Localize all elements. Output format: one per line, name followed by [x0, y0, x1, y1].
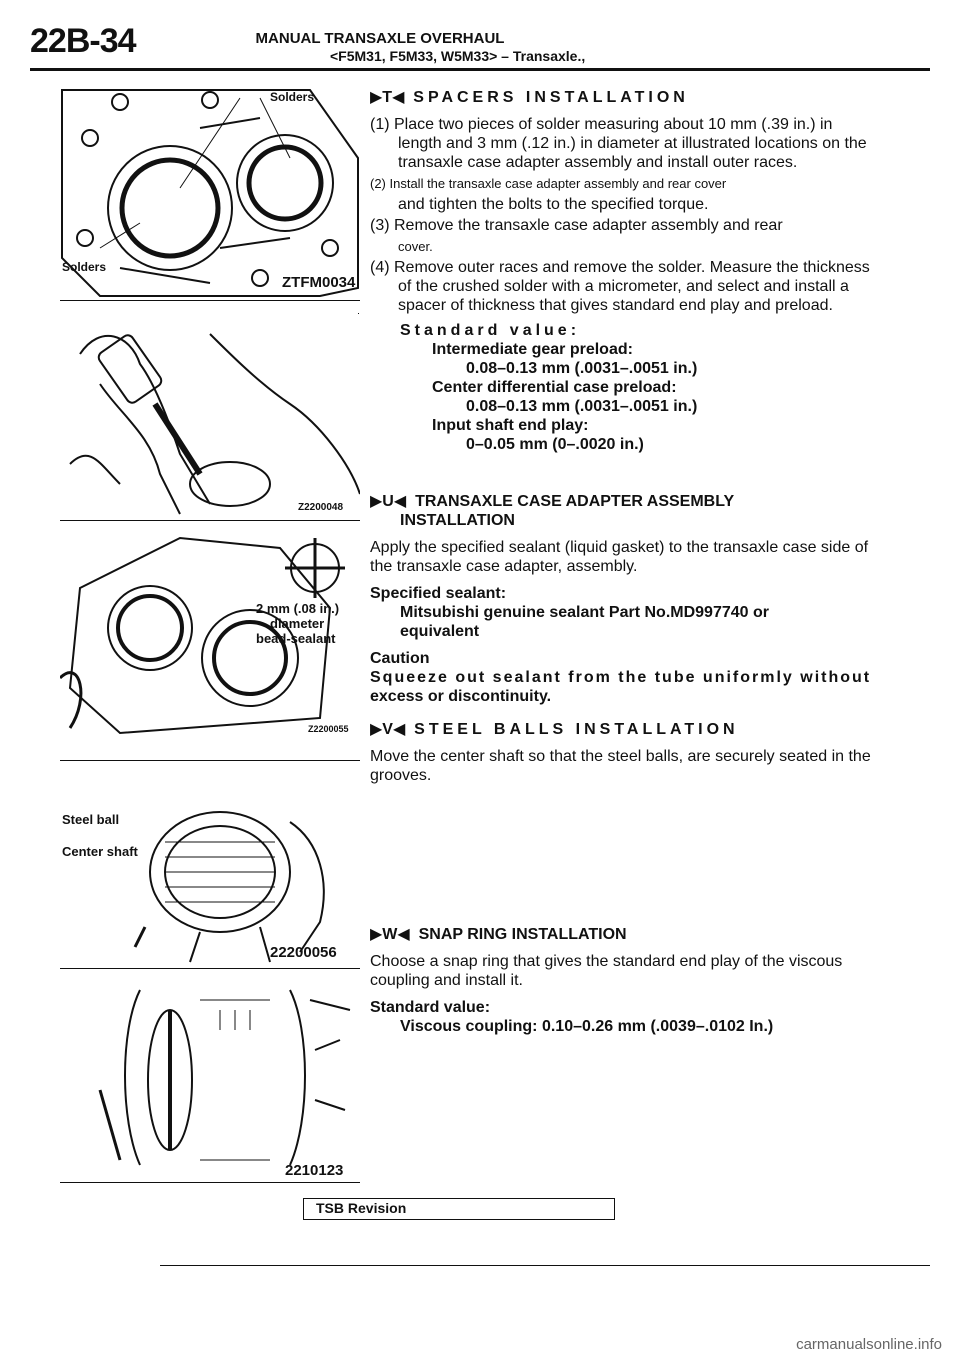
sealant-value-cont: equivalent — [400, 623, 480, 640]
figure-divider — [60, 300, 360, 301]
step-3-cont: cover. — [398, 239, 433, 254]
snap-ring-drawing — [98, 989, 351, 1166]
page-number: 22B-34 — [30, 22, 137, 60]
step-2-cont: and tighten the bolts to the specified t… — [398, 196, 709, 213]
sealant-label: Specified sealant: — [370, 585, 507, 602]
header-rule — [30, 68, 930, 71]
figure-steel-balls: Steel ball Center shaft 22200056 — [60, 762, 360, 966]
standard-value-label: Standard value: — [370, 999, 491, 1016]
figure-divider — [60, 760, 360, 761]
caution-text: Squeeze out sealant from the tube unifor… — [370, 669, 872, 686]
section-marker: ▶U◀ — [370, 493, 407, 510]
section-body: Move the center shaft so that the steel … — [370, 748, 871, 784]
step-4: (4) Remove outer races and remove the so… — [370, 259, 870, 314]
figure-divider — [60, 1182, 360, 1183]
step-3: (3) Remove the transaxle case adapter as… — [370, 217, 783, 234]
figure-snap-ring: 2210123 — [60, 970, 360, 1180]
section-heading: ▶V◀ STEEL BALLS INSTALLATION — [370, 720, 880, 739]
section-body: Apply the specified sealant (liquid gask… — [370, 539, 869, 575]
figure-code: 2210123 — [285, 1162, 344, 1179]
spec-name: Center differential case preload: — [432, 379, 677, 396]
spec-value: 0.08–0.13 mm (.0031–.0051 in.) — [466, 360, 698, 377]
figure-code: 22200056 — [270, 944, 337, 961]
bead-sealant-drawing — [60, 536, 345, 735]
instructions: ▶T◀ SPACERS INSTALLATION (1) Place two p… — [370, 88, 880, 1036]
label-solders-top: Solders — [270, 90, 315, 104]
section-title-cont: INSTALLATION — [400, 512, 515, 529]
spec-line: Viscous coupling: 0.10–0.26 mm (.0039–.0… — [400, 1017, 880, 1036]
figure-case-adapter-solders: Solders Solders ZTFM0034 — [60, 88, 360, 298]
sealant-value: Mitsubishi genuine sealant Part No.MD997… — [400, 604, 769, 621]
spec-name: Viscous coupling: — [400, 1018, 538, 1035]
spec-name: Intermediate gear preload: — [432, 341, 633, 358]
figure-code: Z2200048 — [298, 502, 344, 513]
caution-text-cont: excess or discontinuity. — [370, 688, 552, 705]
standard-value-label: Standard value: — [400, 322, 581, 339]
label-solders-side: Solders — [62, 260, 107, 274]
step-1: (1) Place two pieces of solder measuring… — [370, 116, 867, 171]
caution-label: Caution — [370, 650, 430, 667]
section-marker: ▶V◀ — [370, 721, 406, 738]
section-heading: ▶W◀ SNAP RING INSTALLATION — [370, 925, 880, 944]
spec-value: 0.10–0.26 mm (.0039–.0102 In.) — [541, 1018, 774, 1035]
figure-divider — [60, 520, 360, 521]
page-subtitle: <F5M31, F5M33, W5M33> – Transaxle., — [330, 48, 586, 64]
figure-code: Z2200055 — [308, 724, 349, 734]
section-marker: ▶W◀ — [370, 926, 410, 943]
case-adapter-drawing — [61, 89, 359, 297]
figure-micrometer: Z2200048 — [60, 314, 360, 518]
figure-bead-sealant: 2 mm (.08 in.) diameter bead-sealant Z22… — [60, 528, 360, 740]
step-2: (2) Install the transaxle case adapter a… — [370, 176, 727, 191]
section-title: SNAP RING INSTALLATION — [418, 926, 627, 943]
section-title: TRANSAXLE CASE ADAPTER ASSEMBLY — [415, 493, 735, 510]
section-title: SPACERS INSTALLATION — [413, 89, 689, 106]
figure-code: ZTFM0034 — [282, 274, 356, 291]
spec-value: 0–0.05 mm (0–.0020 in.) — [466, 436, 644, 453]
spec-name: Input shaft end play: — [432, 417, 589, 434]
section-title: STEEL BALLS INSTALLATION — [414, 721, 739, 738]
label-bead-sealant: bead-sealant — [256, 631, 336, 646]
section-marker: ▶T◀ — [370, 89, 405, 106]
label-steel-ball: Steel ball — [62, 812, 120, 827]
label-diameter: diameter — [270, 616, 325, 631]
label-bead-size: 2 mm (.08 in.) — [256, 601, 340, 616]
figure-divider — [60, 968, 360, 969]
micrometer-drawing — [69, 333, 360, 515]
page-title: MANUAL TRANSAXLE OVERHAUL — [255, 30, 505, 47]
steel-balls-drawing — [133, 811, 325, 963]
section-body: Choose a snap ring that gives the standa… — [370, 953, 843, 989]
section-heading: ▶U◀ TRANSAXLE CASE ADAPTER ASSEMBLY — [370, 492, 880, 511]
footer-rule — [160, 1265, 930, 1266]
spec-value: 0.08–0.13 mm (.0031–.0051 in.) — [466, 398, 698, 415]
tsb-revision-box: TSB Revision — [303, 1198, 615, 1220]
label-center-shaft: Center shaft — [62, 844, 138, 859]
tsb-revision-label: TSB Revision — [316, 1200, 407, 1216]
watermark: carmanualsonline.info — [796, 1336, 942, 1353]
section-heading: ▶T◀ SPACERS INSTALLATION — [370, 88, 880, 107]
